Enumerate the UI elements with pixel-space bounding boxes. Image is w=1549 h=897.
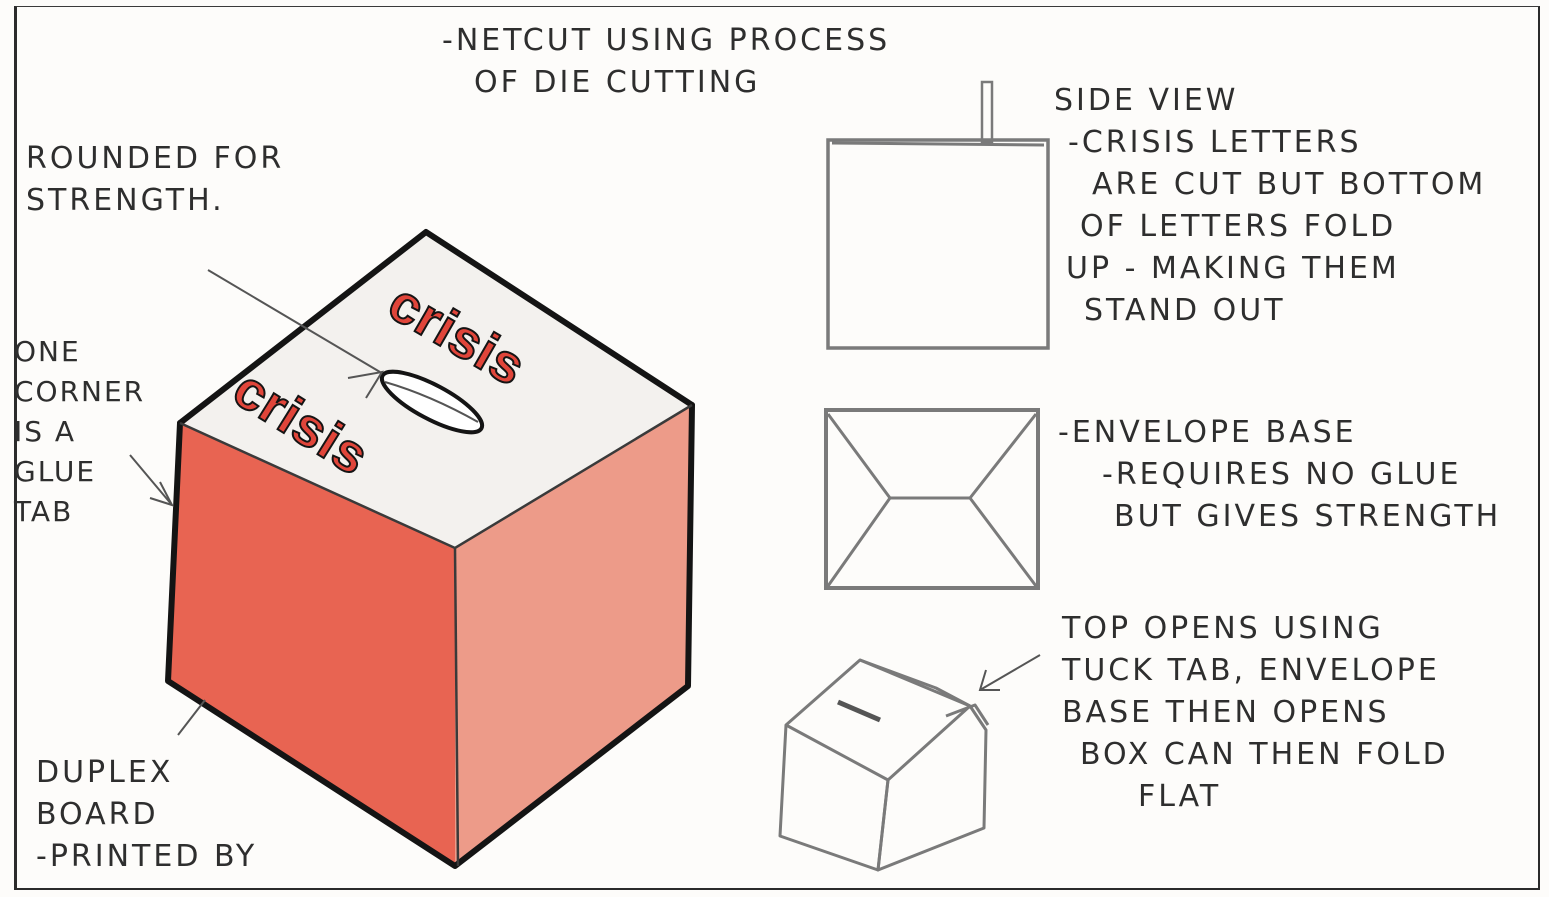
small-box-sketch (780, 660, 988, 870)
note-corner: ONE CORNER IS A GLUE TAB (14, 332, 145, 532)
note-side-view-line: SIDE VIEW (1054, 80, 1486, 122)
note-corner-line: IS A (14, 412, 145, 452)
note-envelope-line: BUT GIVES STRENGTH (1058, 496, 1501, 538)
note-duplex-line: BOARD (36, 794, 257, 836)
note-side-view-line: UP - MAKING THEM (1054, 248, 1486, 290)
note-top-opens-line: FLAT (1062, 776, 1449, 818)
note-side-view-line: -CRISIS LETTERS (1054, 122, 1486, 164)
note-envelope-line: -REQUIRES NO GLUE (1058, 454, 1501, 496)
note-top-opens-line: BOX CAN THEN FOLD (1062, 734, 1449, 776)
note-corner-line: CORNER (14, 372, 145, 412)
note-duplex: DUPLEX BOARD -PRINTED BY (36, 752, 257, 878)
note-corner-line: TAB (14, 492, 145, 532)
note-corner-line: ONE (14, 332, 145, 372)
note-netcut: -NETCUT USING PROCESS OF DIE CUTTING (442, 20, 890, 104)
note-envelope-line: -ENVELOPE BASE (1058, 412, 1501, 454)
note-top-opens-line: BASE THEN OPENS (1062, 692, 1449, 734)
note-netcut-line: OF DIE CUTTING (442, 62, 890, 104)
note-rounded: ROUNDED FOR STRENGTH. (26, 138, 284, 222)
note-corner-line: GLUE (14, 452, 145, 492)
note-side-view-line: OF LETTERS FOLD (1054, 206, 1486, 248)
note-side-view: SIDE VIEW -CRISIS LETTERS ARE CUT BUT BO… (1054, 80, 1486, 332)
note-duplex-line: -PRINTED BY (36, 836, 257, 878)
note-top-opens-line: TUCK TAB, ENVELOPE (1062, 650, 1449, 692)
note-duplex-line: DUPLEX (36, 752, 257, 794)
note-envelope: -ENVELOPE BASE -REQUIRES NO GLUE BUT GIV… (1058, 412, 1501, 538)
envelope-base-sketch (826, 410, 1038, 588)
note-side-view-line: STAND OUT (1054, 290, 1486, 332)
side-view-sketch (828, 82, 1048, 348)
note-rounded-line: STRENGTH. (26, 180, 284, 222)
note-rounded-line: ROUNDED FOR (26, 138, 284, 180)
note-top-opens-line: TOP OPENS USING (1062, 608, 1449, 650)
note-side-view-line: ARE CUT BUT BOTTOM (1054, 164, 1486, 206)
note-netcut-line: -NETCUT USING PROCESS (442, 20, 890, 62)
note-top-opens: TOP OPENS USING TUCK TAB, ENVELOPE BASE … (1062, 608, 1449, 818)
